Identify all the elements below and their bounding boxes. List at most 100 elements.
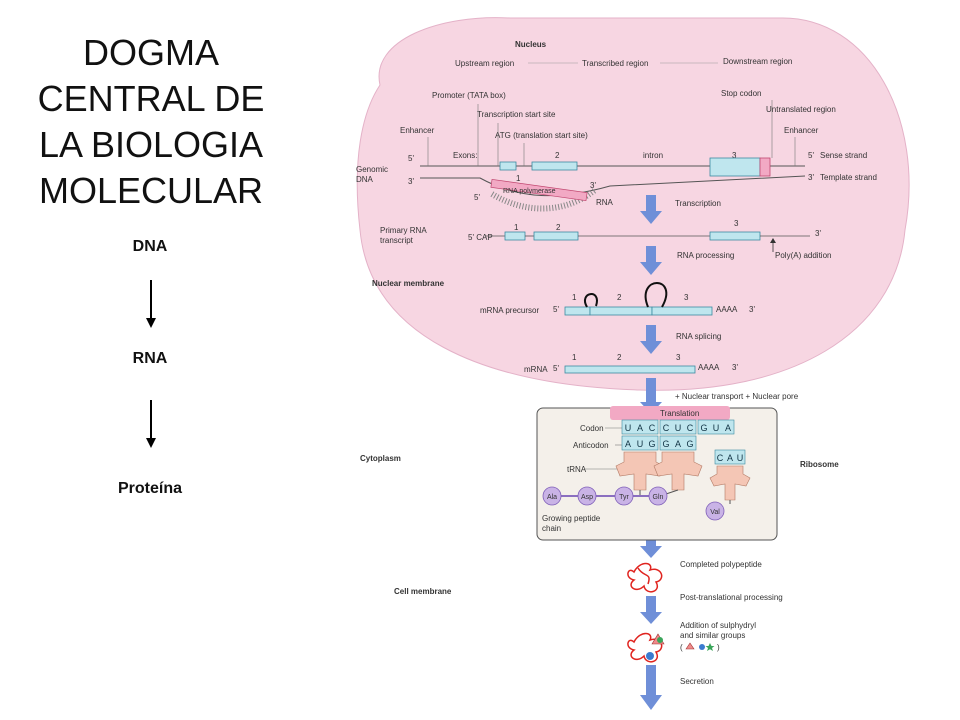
codon-base: G (700, 423, 707, 433)
promoter-label: Promoter (TATA box) (432, 91, 506, 100)
polya-label: Poly(A) addition (775, 251, 831, 260)
circle-icon (699, 644, 705, 650)
codon-base: A (725, 423, 731, 433)
title-line: LA BIOLOGIA (38, 124, 264, 165)
translation-bar (610, 406, 730, 420)
exon-number: 3 (676, 353, 681, 362)
rna-label: RNA (132, 350, 168, 367)
exon-number: 1 (572, 293, 577, 302)
ribosome-label: Ribosome (800, 460, 839, 469)
exon-number: 2 (556, 223, 561, 232)
utr-label: Untranslated region (766, 105, 836, 114)
primary-transcript-label: Primary RNA (380, 226, 427, 235)
amino-acid-label: Val (710, 509, 720, 516)
nuclear-transport-label: + Nuclear transport + Nuclear pore (675, 392, 799, 401)
five-prime-label: 5' (553, 364, 559, 373)
title-line: CENTRAL DE (37, 78, 265, 119)
poly-a-tail: AAAA (716, 305, 738, 314)
amino-acid (705, 501, 725, 521)
exon-number: 2 (617, 293, 622, 302)
amino-acid (648, 486, 668, 506)
poly-a-tail: AAAA (698, 363, 720, 372)
down-arrow-icon (640, 341, 662, 354)
dna-label: DNA (132, 238, 168, 255)
amino-acid-label: Gln (653, 494, 664, 501)
codon-base: C (687, 423, 694, 433)
upstream-label: Upstream region (455, 59, 514, 68)
enhancer-label: Enhancer (784, 126, 819, 135)
nuclear-membrane-label: Nuclear membrane (372, 279, 445, 288)
growing-chain-label: chain (542, 524, 561, 533)
three-prime-label: 3' (808, 173, 814, 182)
central-dogma-figure: Nucleus Upstream region Transcribed regi… (310, 0, 960, 720)
tss-label: Transcription start site (477, 110, 556, 119)
post-translational-label: Post-translational processing (680, 593, 783, 602)
anticodon-base: G (648, 439, 655, 449)
genomic-label: DNA (356, 175, 374, 184)
trna-molecule (653, 451, 703, 491)
transcription-label: Transcription (675, 199, 721, 208)
star-icon (705, 643, 715, 651)
anticodon-base: U (737, 453, 744, 463)
nucleus-region (356, 17, 910, 391)
arrow-head-icon (146, 318, 156, 328)
cytoplasm-label: Cytoplasm (360, 454, 401, 463)
three-prime-label: 3' (590, 181, 596, 190)
translation-label: Translation (660, 409, 699, 418)
down-arrow-icon (640, 211, 662, 224)
rna-splicing-label: RNA splicing (676, 332, 721, 341)
codon-base: U (713, 423, 720, 433)
rna-processing-label: RNA processing (677, 251, 734, 260)
polypeptide-icon (627, 562, 663, 593)
dna-to-rna-arrow (150, 280, 152, 320)
exon-number: 1 (514, 223, 519, 232)
triangle-icon (685, 642, 695, 650)
protein-label: Proteína (117, 480, 182, 497)
template-strand-label: Template strand (820, 173, 877, 182)
trna-molecule (615, 451, 665, 491)
exon-number: 3 (734, 219, 739, 228)
rna-label: RNA (596, 198, 614, 207)
rna-polymerase-label: RNA polymerase (503, 188, 556, 195)
down-arrow-icon (640, 546, 662, 558)
exon-number: 2 (617, 353, 622, 362)
five-prime-label: 5' (408, 154, 414, 163)
codon-base: C (663, 423, 670, 433)
amino-acid-label: Asp (581, 494, 593, 501)
downstream-label: Downstream region (723, 57, 792, 66)
modified-polypeptide-icon (627, 632, 663, 663)
svg-text:(: ( (680, 643, 683, 652)
star-icon (657, 637, 663, 643)
trna-label: tRNA (567, 465, 587, 474)
codon-base: A (637, 423, 643, 433)
three-prime-label: 3' (732, 363, 738, 372)
stop-codon-label: Stop codon (721, 89, 761, 98)
three-prime-label: 3' (815, 229, 821, 238)
addition-label: Addition of sulphydryl (680, 621, 756, 630)
exons-label: Exons: (453, 151, 477, 160)
codon-base: C (649, 423, 656, 433)
down-arrow-icon (640, 262, 662, 275)
amino-acid (577, 486, 597, 506)
anticodon-label: Anticodon (573, 441, 609, 450)
primary-transcript-label: transcript (380, 236, 414, 245)
anticodon-base: A (727, 453, 733, 463)
cap-label: 5' CAP (468, 233, 493, 242)
exon-number: 1 (516, 174, 521, 183)
anticodon-base: A (675, 439, 681, 449)
genomic-label: Genomic (356, 165, 388, 174)
rna-to-protein-arrow (150, 400, 152, 440)
completed-polypeptide-label: Completed polypeptide (680, 560, 762, 569)
title-line: DOGMA (82, 32, 219, 73)
mrna-precursor-label: mRNA precursor (480, 306, 539, 315)
three-prime-label: 3' (408, 177, 414, 186)
secretion-label: Secretion (680, 677, 714, 686)
atg-label: ATG (translation start site) (495, 131, 588, 140)
trna-molecule (709, 465, 751, 501)
sense-strand-label: Sense strand (820, 151, 867, 160)
slide-title: DOGMA CENTRAL DE LA BIOLOGIA MOLECULAR (20, 30, 282, 214)
intron-label: intron (643, 151, 663, 160)
nucleus-label: Nucleus (515, 40, 547, 49)
amino-acid (614, 486, 634, 506)
five-prime-label: 5' (808, 151, 814, 160)
